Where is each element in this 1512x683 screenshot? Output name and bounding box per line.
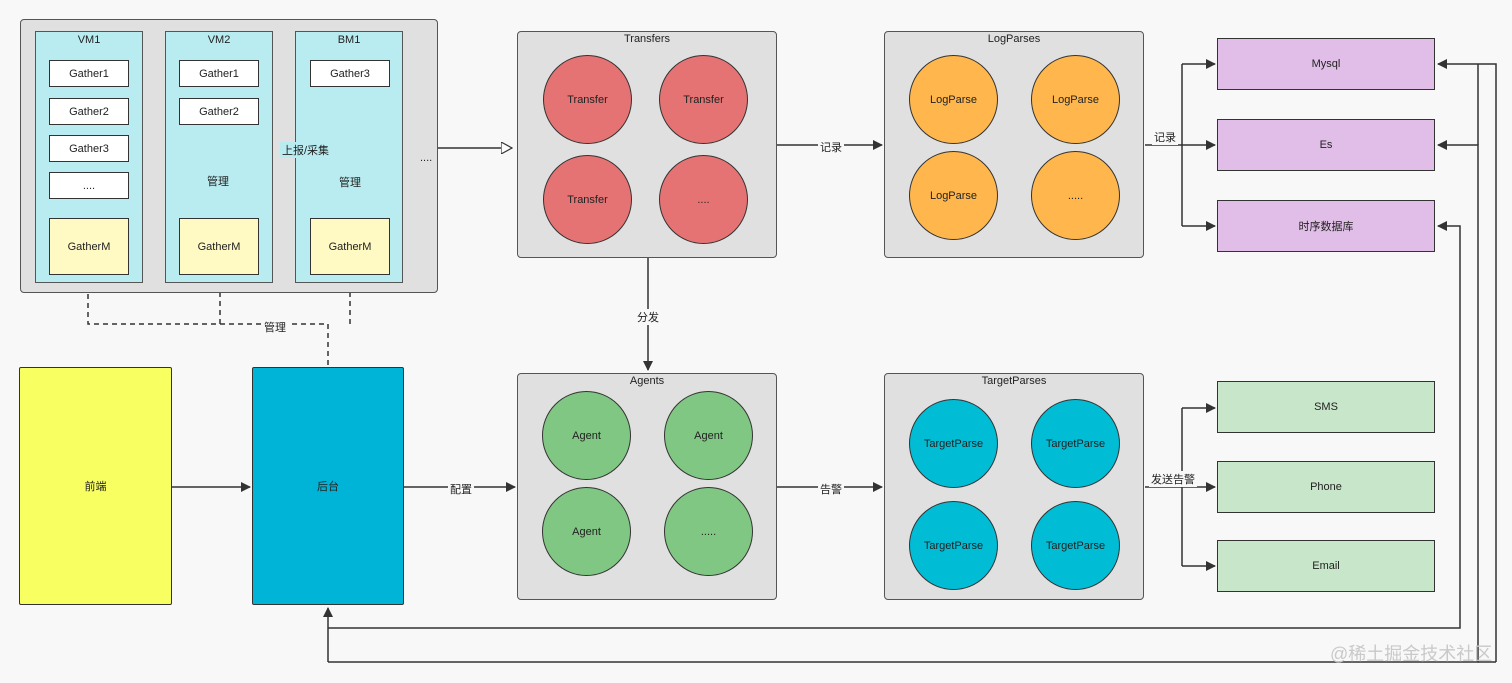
alert-sms: SMS — [1217, 381, 1435, 433]
vm2-gatherm: GatherM — [179, 218, 259, 275]
report-collect-label: 上报/采集 — [280, 142, 332, 158]
edge-label-config: 配置 — [448, 481, 474, 497]
transfer-node-3: Transfer — [543, 155, 632, 244]
agent-node-3: Agent — [542, 487, 631, 576]
vm2-gather1: Gather1 — [179, 60, 259, 87]
edge-label-record-2: 记录 — [1152, 129, 1178, 145]
bm1-gatherm: GatherM — [310, 218, 390, 275]
targetparses-title: TargetParses — [981, 375, 1047, 387]
alert-phone: Phone — [1217, 461, 1435, 513]
vm1-gather3: Gather3 — [49, 135, 129, 162]
bm1-title: BM1 — [337, 34, 361, 46]
agent-node-2: Agent — [664, 391, 753, 480]
vm2-title: VM2 — [207, 34, 231, 46]
manage-label: 管理 — [262, 319, 288, 335]
storage-es: Es — [1217, 119, 1435, 171]
edge-label-record-1: 记录 — [818, 139, 844, 155]
logparse-node-3: LogParse — [909, 151, 998, 240]
edge-label-send-alarm: 发送告警 — [1149, 471, 1197, 487]
agents-title: Agents — [629, 375, 665, 387]
logparses-title: LogParses — [987, 33, 1041, 45]
edge-label-alarm: 告警 — [818, 481, 844, 497]
transfer-node-2: Transfer — [659, 55, 748, 144]
bm1-manage-label: 管理 — [337, 174, 363, 190]
bm1-gather3: Gather3 — [310, 60, 390, 87]
targetparse-node-2: TargetParse — [1031, 399, 1120, 488]
transfers-title: Transfers — [623, 33, 671, 45]
vm1-gather2: Gather2 — [49, 98, 129, 125]
storage-mysql: Mysql — [1217, 38, 1435, 90]
more-hosts-label: .... — [420, 152, 433, 164]
transfer-node-1: Transfer — [543, 55, 632, 144]
logparse-node-2: LogParse — [1031, 55, 1120, 144]
vm1-title: VM1 — [77, 34, 101, 46]
alert-email: Email — [1217, 540, 1435, 592]
vm2-manage-label: 管理 — [205, 173, 231, 189]
vm1-gatherm: GatherM — [49, 218, 129, 275]
targetparse-node-3: TargetParse — [909, 501, 998, 590]
transfer-node-more: .... — [659, 155, 748, 244]
backend-box: 后台 — [252, 367, 404, 605]
targetparse-node-4: TargetParse — [1031, 501, 1120, 590]
vm1-gather1: Gather1 — [49, 60, 129, 87]
edge-label-dispatch: 分发 — [635, 309, 661, 325]
vm1-gather-more: .... — [49, 172, 129, 199]
storage-tsdb: 时序数据库 — [1217, 200, 1435, 252]
logparse-node-more: ..... — [1031, 151, 1120, 240]
agent-node-1: Agent — [542, 391, 631, 480]
vm2-gather2: Gather2 — [179, 98, 259, 125]
watermark: @稀土掘金技术社区 — [1330, 644, 1493, 664]
targetparse-node-1: TargetParse — [909, 399, 998, 488]
frontend-box: 前端 — [19, 367, 172, 605]
agent-node-more: ..... — [664, 487, 753, 576]
logparse-node-1: LogParse — [909, 55, 998, 144]
